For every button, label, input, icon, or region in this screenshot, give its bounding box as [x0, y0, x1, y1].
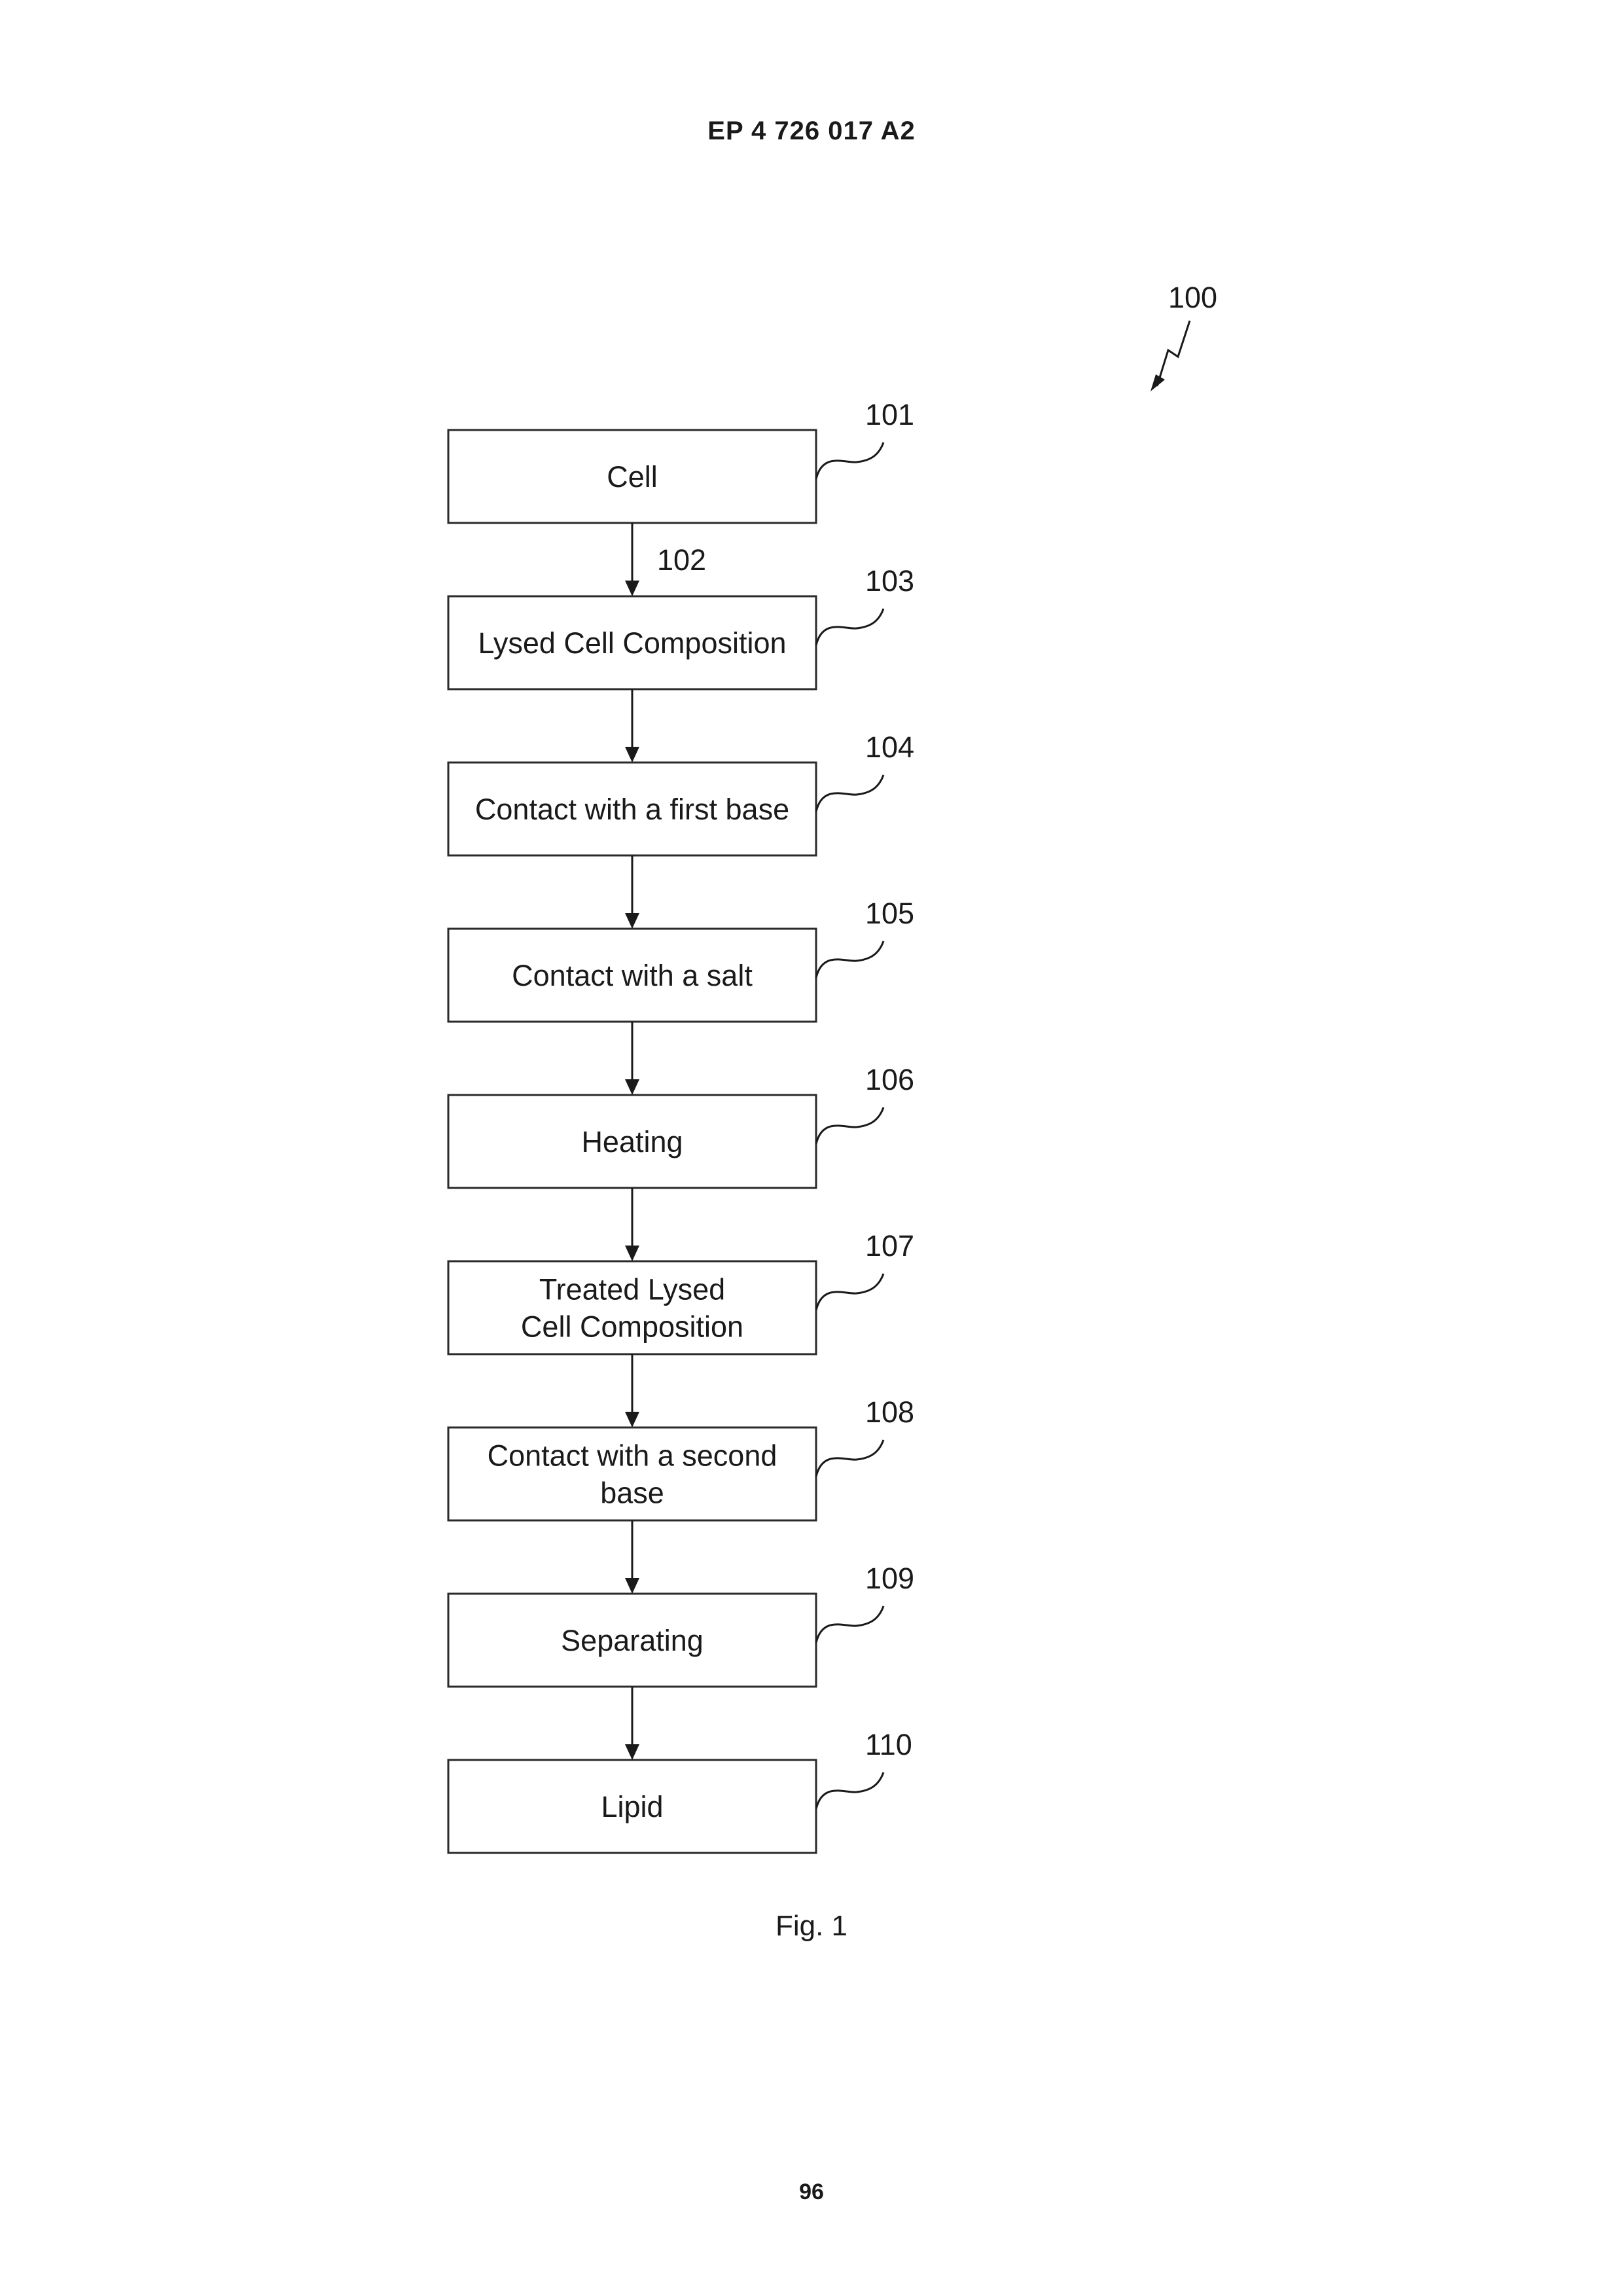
flow-arrow-head — [625, 913, 639, 929]
step-label: Heating — [581, 1125, 683, 1158]
reference-leader — [816, 1274, 883, 1310]
flowchart-step: Separating 109 — [448, 1562, 914, 1687]
page-number: 96 — [0, 2179, 1623, 2205]
step-label: Cell — [607, 460, 658, 493]
flow-arrow — [625, 523, 639, 596]
flowchart-step: Cell 101 — [448, 398, 914, 523]
step-label: Cell Composition — [521, 1310, 743, 1344]
flowchart-steps: Cell 101Lysed Cell Composition 103Contact … — [448, 398, 914, 1853]
reference-leader — [816, 1440, 883, 1477]
flow-arrow — [625, 1188, 639, 1261]
flow-arrow-head — [625, 1744, 639, 1760]
overall-reference: 100 — [1150, 281, 1217, 391]
figure-caption-text: Fig. 1 — [776, 1910, 847, 1943]
flow-arrow — [625, 1520, 639, 1594]
step-reference-number: 109 — [865, 1562, 914, 1595]
overall-reference-arrowhead — [1150, 374, 1165, 391]
step-reference-number: 104 — [865, 730, 914, 764]
reference-leader — [816, 775, 883, 812]
reference-leader — [816, 1772, 883, 1809]
step-label: base — [600, 1477, 664, 1510]
step-label: Lysed Cell Composition — [478, 626, 786, 660]
flow-arrow-head — [625, 1246, 639, 1261]
step-label: Lipid — [601, 1790, 663, 1823]
flow-arrow-head — [625, 581, 639, 596]
step-reference-number: 107 — [865, 1229, 914, 1263]
step-label: Contact with a second — [488, 1439, 777, 1473]
flow-arrow-head — [625, 747, 639, 762]
reference-leader — [816, 941, 883, 978]
flowchart-step: Heating 106 — [448, 1063, 914, 1188]
flow-arrow-head — [625, 1578, 639, 1594]
overall-reference-leader — [1157, 321, 1190, 386]
step-reference-number: 110 — [865, 1728, 912, 1761]
step-reference-number: 108 — [865, 1395, 914, 1429]
arrow-reference-number: 102 — [657, 543, 706, 577]
reference-leader — [816, 609, 883, 645]
flow-arrow — [625, 1022, 639, 1095]
reference-leader — [816, 1606, 883, 1643]
step-reference-number: 105 — [865, 897, 914, 930]
flowchart-step: Lipid 110 — [448, 1728, 912, 1853]
flow-arrow — [625, 689, 639, 762]
step-reference-number: 106 — [865, 1063, 914, 1096]
flowchart-step: Treated LysedCell Composition 107 — [448, 1229, 914, 1354]
figure-caption: Fig. 1 — [0, 1910, 1623, 1943]
flow-arrow-head — [625, 1079, 639, 1095]
overall-reference-label: 100 — [1168, 281, 1217, 314]
step-reference-number: 101 — [865, 398, 914, 431]
step-reference-number: 103 — [865, 564, 914, 598]
reference-leader — [816, 442, 883, 479]
reference-leader — [816, 1107, 883, 1144]
flowchart-step: Lysed Cell Composition 103 — [448, 564, 914, 689]
step-label: Contact with a first base — [475, 793, 789, 826]
flow-arrow — [625, 855, 639, 929]
flow-arrow-head — [625, 1412, 639, 1427]
flow-arrow — [625, 1687, 639, 1760]
flowchart-step: Contact with a first base 104 — [448, 730, 914, 855]
step-label: Separating — [561, 1624, 704, 1657]
step-label: Contact with a salt — [512, 959, 753, 992]
flowchart-step: Contact with a second base 108 — [448, 1395, 914, 1520]
flowchart-step: Contact with a salt 105 — [448, 897, 914, 1022]
step-label: Treated Lysed — [539, 1273, 725, 1306]
flow-arrow — [625, 1354, 639, 1427]
